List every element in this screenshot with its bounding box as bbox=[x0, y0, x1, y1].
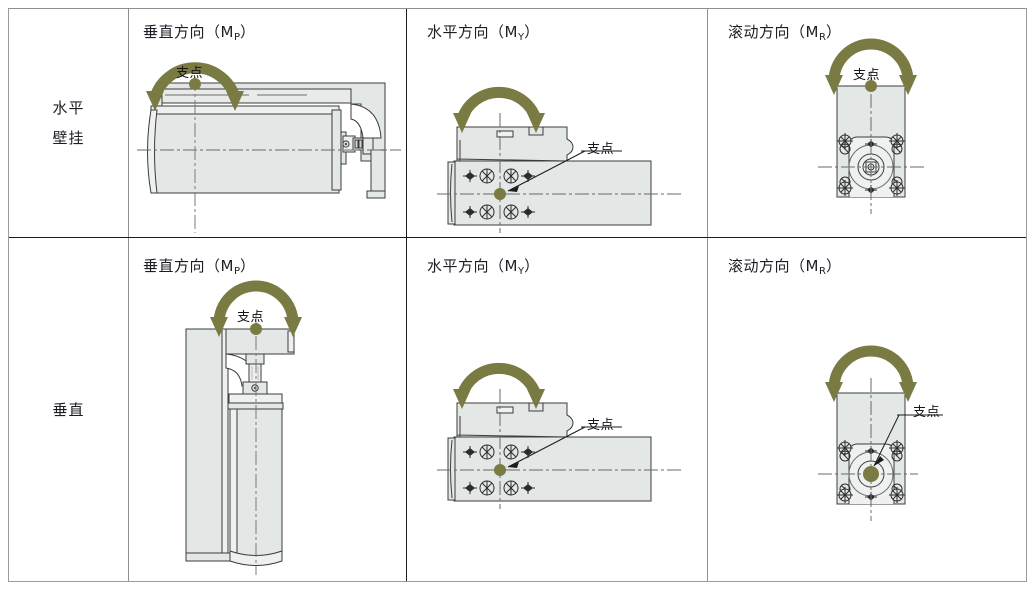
row-label-line-2: 壁挂 bbox=[52, 129, 85, 147]
fulcrum-label-roll: 支点 bbox=[853, 68, 881, 83]
row-label-vertical: 垂直 bbox=[9, 238, 128, 581]
cell-vertical-pitch: 垂直方向（MP） bbox=[129, 238, 406, 581]
cell-horizontal-yaw: 水平方向（MY） bbox=[407, 9, 707, 237]
row-label-line-1: 水平 bbox=[52, 99, 85, 117]
figure-vertical-pitch bbox=[129, 238, 406, 581]
fulcrum-dot bbox=[865, 80, 877, 92]
cell-heading-pitch: 垂直方向（MP） bbox=[143, 23, 256, 43]
figure-vertical-yaw bbox=[407, 238, 707, 581]
cell-heading-pitch: 垂直方向（MP） bbox=[143, 257, 256, 277]
figure-horizontal-yaw bbox=[407, 9, 707, 237]
column-divider-1 bbox=[406, 9, 407, 581]
row-label-horizontal-wall-mount: 水平 壁挂 bbox=[9, 9, 128, 237]
corner-fasteners bbox=[837, 133, 905, 196]
moment-arrow-pitch bbox=[146, 62, 244, 111]
column-divider-2 bbox=[707, 9, 708, 581]
moment-arrow-pitch bbox=[210, 280, 302, 337]
moment-direction-table: 水平 壁挂 垂直方向（MP） bbox=[8, 8, 1027, 582]
cell-heading-yaw: 水平方向（MY） bbox=[427, 257, 540, 277]
cell-heading-roll: 滚动方向（MR） bbox=[728, 257, 842, 277]
fulcrum-dot bbox=[863, 466, 879, 482]
cell-horizontal-roll: 滚动方向（MR） bbox=[708, 9, 1026, 237]
moment-arrow-yaw bbox=[453, 362, 545, 409]
fulcrum-label-yaw: 支点 bbox=[587, 418, 615, 433]
fulcrum-dot bbox=[494, 188, 506, 200]
cell-horizontal-pitch: 垂直方向（MP） bbox=[129, 9, 406, 237]
fulcrum-dot bbox=[494, 464, 506, 476]
fulcrum-label-roll: 支点 bbox=[913, 405, 941, 420]
fulcrum-dot bbox=[189, 78, 201, 90]
fulcrum-label-yaw: 支点 bbox=[587, 142, 615, 157]
cell-vertical-yaw: 水平方向（MY） bbox=[407, 238, 707, 581]
figure-horizontal-roll bbox=[708, 9, 1026, 237]
row-divider bbox=[9, 237, 1026, 238]
cell-heading-roll: 滚动方向（MR） bbox=[728, 23, 842, 43]
fulcrum-label-pitch: 支点 bbox=[237, 310, 265, 325]
moment-arrow-roll bbox=[825, 345, 917, 402]
fulcrum-leader bbox=[507, 426, 622, 468]
figure-vertical-roll bbox=[708, 238, 1026, 581]
moment-arrow-yaw bbox=[453, 86, 545, 133]
fulcrum-dot bbox=[250, 323, 262, 335]
cell-heading-yaw: 水平方向（MY） bbox=[427, 23, 540, 43]
cell-vertical-roll: 滚动方向（MR） bbox=[708, 238, 1026, 581]
column-divider-label bbox=[128, 9, 129, 581]
row-label-line-1: 垂直 bbox=[52, 400, 85, 419]
fulcrum-label-pitch: 支点 bbox=[176, 66, 204, 81]
fastener-symbols bbox=[463, 444, 535, 496]
fastener-symbols bbox=[463, 168, 535, 220]
moment-arrow-roll bbox=[825, 38, 917, 95]
figure-horizontal-pitch bbox=[129, 9, 406, 237]
fulcrum-leader bbox=[507, 150, 622, 192]
fulcrum-leader bbox=[873, 414, 943, 467]
